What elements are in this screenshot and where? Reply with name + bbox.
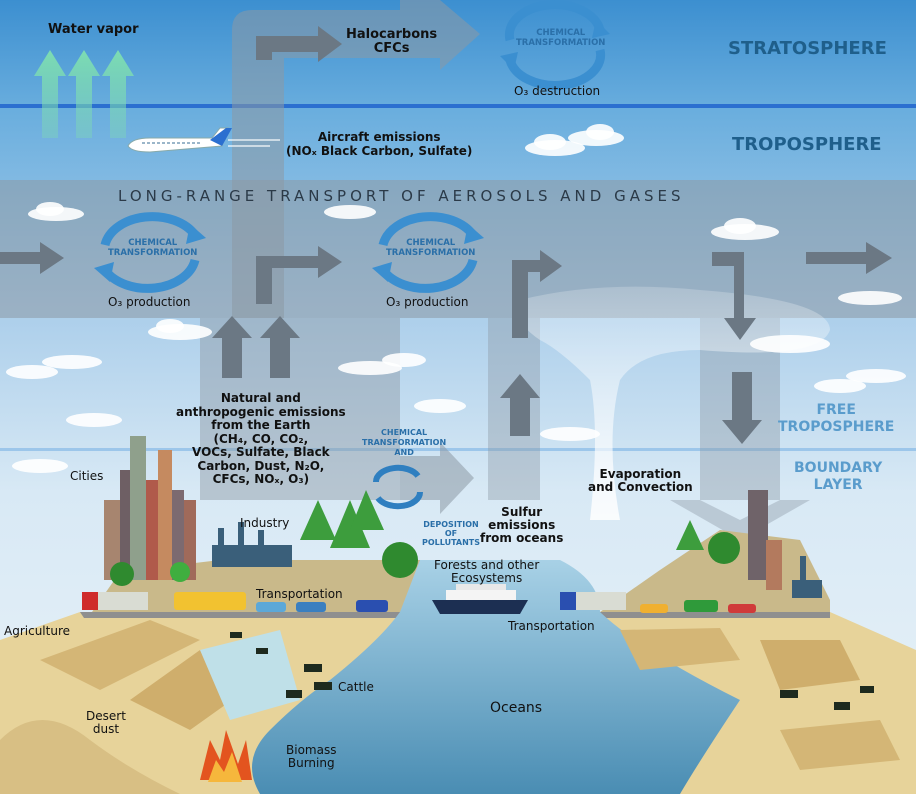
vehicles — [82, 592, 756, 613]
troposphere-label: TROPOSPHERE — [732, 134, 882, 155]
cycle-arrowhead — [464, 224, 484, 244]
airplane-icon — [127, 127, 280, 153]
ship-icon — [432, 584, 528, 614]
transport-band — [0, 180, 916, 318]
boundary-layer-label: BOUNDARY LAYER — [794, 460, 883, 493]
water-vapor-label: Water vapor — [48, 22, 139, 37]
transportation-right-label: Transportation — [508, 619, 595, 633]
city-skyline — [104, 436, 782, 590]
factory-icons — [212, 522, 822, 598]
forests-label: Forests and other Ecosystems — [434, 558, 540, 585]
sulfur-emissions-label: Sulfur emissions from oceans — [480, 505, 564, 545]
descent-arrow-head — [670, 500, 810, 540]
clouds — [6, 124, 906, 473]
chem-transform-right-label: CHEMICAL TRANSFORMATION — [386, 238, 476, 258]
chem-transform-top-label: CHEMICAL TRANSFORMATION — [516, 28, 606, 48]
o3-production-left-label: O₃ production — [108, 295, 191, 309]
agriculture-label: Agriculture — [4, 624, 70, 638]
boundary-layer-line — [0, 448, 916, 451]
o3-production-right-label: O₃ production — [386, 295, 469, 309]
chem-transform-and-label: CHEMICAL TRANSFORMATION AND — [362, 428, 447, 457]
chemical-transformation-cycle-top — [504, 0, 606, 90]
transportation-left-label: Transportation — [256, 587, 343, 601]
natural-emissions-label: Natural and anthropogenic emissions from… — [176, 391, 346, 486]
ocean — [252, 560, 740, 794]
desert-dust-label: Desert dust — [86, 709, 126, 736]
industry-label: Industry — [240, 516, 290, 530]
stratosphere-label: STRATOSPHERE — [728, 38, 887, 59]
cycle-arrowhead — [94, 262, 114, 282]
oceans-label: Oceans — [490, 700, 543, 716]
cycle-arrowhead — [372, 262, 392, 282]
cycle-arrowhead — [500, 52, 518, 70]
long-range-transport-title: LONG-RANGE TRANSPORT OF AEROSOLS AND GAS… — [118, 187, 685, 205]
biomass-burning-label: Biomass Burning — [286, 743, 337, 770]
chemical-transformation-cycle-small — [372, 464, 424, 510]
cities-label: Cities — [70, 469, 104, 483]
ground — [0, 530, 916, 794]
tropopause-line — [0, 104, 916, 108]
halocarbon-arrow-head — [400, 0, 480, 70]
free-troposphere-label: FREE TROPOSPHERE — [778, 402, 895, 435]
flow-arrows — [0, 26, 892, 444]
halocarbon-column — [232, 10, 400, 318]
aircraft-emissions-label: Aircraft emissions (NOₓ Black Carbon, Su… — [286, 130, 473, 158]
chem-transform-left-label: CHEMICAL TRANSFORMATION — [108, 238, 198, 258]
chemical-transformation-cycle-right — [378, 212, 478, 293]
evaporation-label: Evaporation and Convection — [588, 467, 693, 494]
o3-destruction-label: O₃ destruction — [514, 84, 601, 98]
cattle-icons — [230, 632, 874, 710]
water-vapor-arrows — [34, 50, 134, 138]
cycle-arrowhead — [592, 20, 610, 38]
trees — [110, 490, 740, 586]
halocarbons-label: Halocarbons CFCs — [346, 27, 438, 56]
cycle-arrowhead — [186, 224, 206, 244]
cattle-label: Cattle — [338, 680, 374, 694]
chemical-transformation-cycle-left — [100, 212, 200, 293]
deposition-label: DEPOSITION OF POLLUTANTS — [422, 520, 481, 547]
